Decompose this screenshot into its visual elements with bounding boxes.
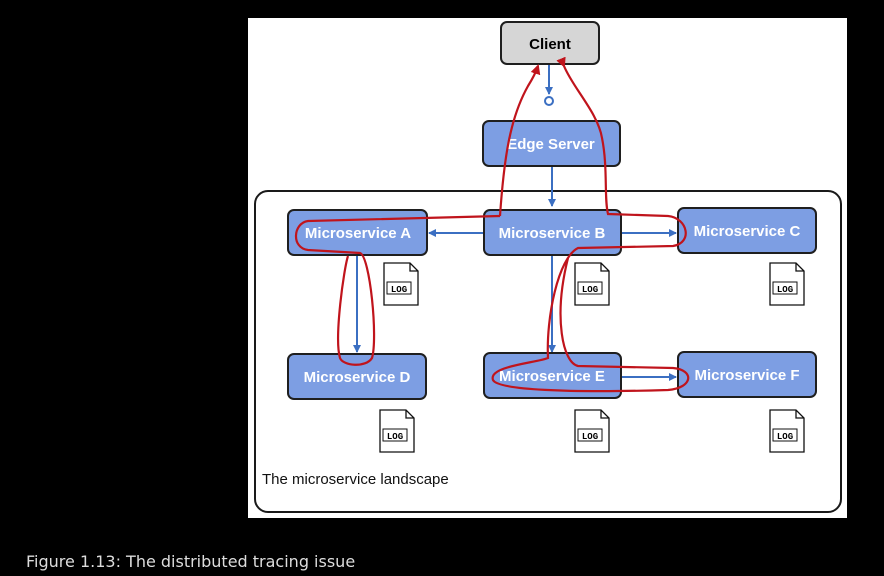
connections [353,65,677,381]
diagram-figure: The microservice landscape Client Edge S… [248,18,847,518]
trace-path-a-loop [294,214,501,366]
log-label: LOG [582,285,598,295]
microservice-c-label: Microservice C [694,223,801,240]
microservice-b-node: Microservice B [483,209,622,256]
log-label: LOG [391,285,407,295]
trace-path-right [491,56,690,393]
log-label: LOG [387,432,403,442]
diagram-canvas: The microservice landscape Client Edge S… [254,21,842,513]
microservice-f-node: Microservice F [677,351,817,398]
log-icons: LOG LOG LOG LOG LOG LOG [379,262,805,453]
client-label: Client [529,36,571,53]
microservice-e-label: Microservice E [499,368,605,385]
log-file-icon: LOG [769,409,805,453]
trace-paths [294,56,690,393]
microservice-c-node: Microservice C [677,207,817,254]
microservice-f-label: Microservice F [694,367,799,384]
log-file-icon: LOG [769,262,805,306]
log-file-icon: LOG [574,262,610,306]
microservice-b-label: Microservice B [499,225,606,242]
figure-caption: Figure 1.13: The distributed tracing iss… [26,552,356,571]
log-label: LOG [777,285,793,295]
edge-server-node: Edge Server [482,120,621,167]
microservice-d-label: Microservice D [304,369,411,386]
log-file-icon: LOG [574,409,610,453]
log-label: LOG [777,432,793,442]
microservice-a-node: Microservice A [287,209,428,256]
trace-path-left [498,64,541,217]
edge-server-label: Edge Server [507,136,595,153]
log-file-icon: LOG [383,262,419,306]
log-label: LOG [582,432,598,442]
landscape-label: The microservice landscape [262,471,449,488]
client-node: Client [500,21,600,65]
microservice-a-label: Microservice A [305,225,411,242]
log-file-icon: LOG [379,409,415,453]
connection-port [544,96,554,106]
microservice-d-node: Microservice D [287,353,427,400]
